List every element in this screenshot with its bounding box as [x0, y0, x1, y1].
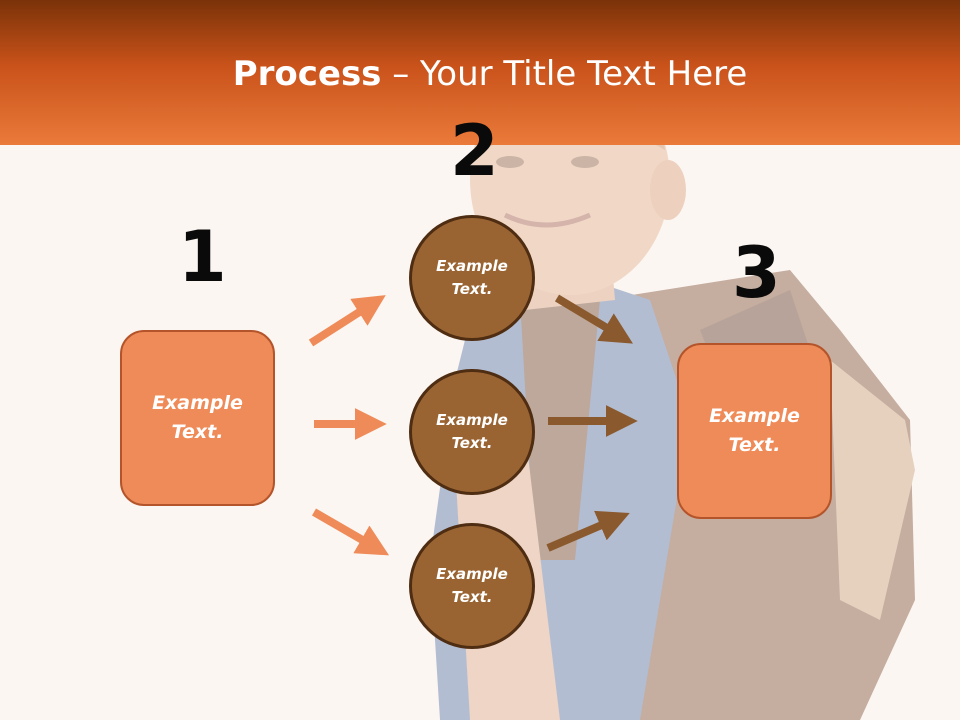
arrow-2c-to-3 [546, 510, 630, 552]
step-2-number: 2 [450, 110, 499, 192]
step-2-node-2-text: Example Text. [436, 411, 508, 452]
arrow-1-to-2c [311, 508, 390, 556]
step-3-text: Example Text. [709, 405, 800, 456]
title-bar [0, 0, 960, 145]
step-1-number: 1 [178, 216, 227, 298]
title-bold: Process [232, 54, 382, 94]
arrow-2a-to-3 [554, 294, 633, 344]
arrow-1-to-2a [308, 295, 386, 347]
step-3-number: 3 [732, 232, 781, 314]
step-1-text: Example Text. [152, 392, 243, 443]
title-rest: – Your Title Text Here [381, 54, 748, 94]
step-2-node-3-text: Example Text. [436, 565, 508, 606]
step-1-box: Example Text. [120, 330, 275, 506]
step-2-node-1: Example Text. [409, 215, 535, 341]
slide-title: Process – Your Title Text Here [0, 52, 960, 96]
step-2-node-1-text: Example Text. [436, 257, 508, 298]
step-2-node-3: Example Text. [409, 523, 535, 649]
step-2-node-2: Example Text. [409, 369, 535, 495]
step-3-box: Example Text. [677, 343, 832, 519]
